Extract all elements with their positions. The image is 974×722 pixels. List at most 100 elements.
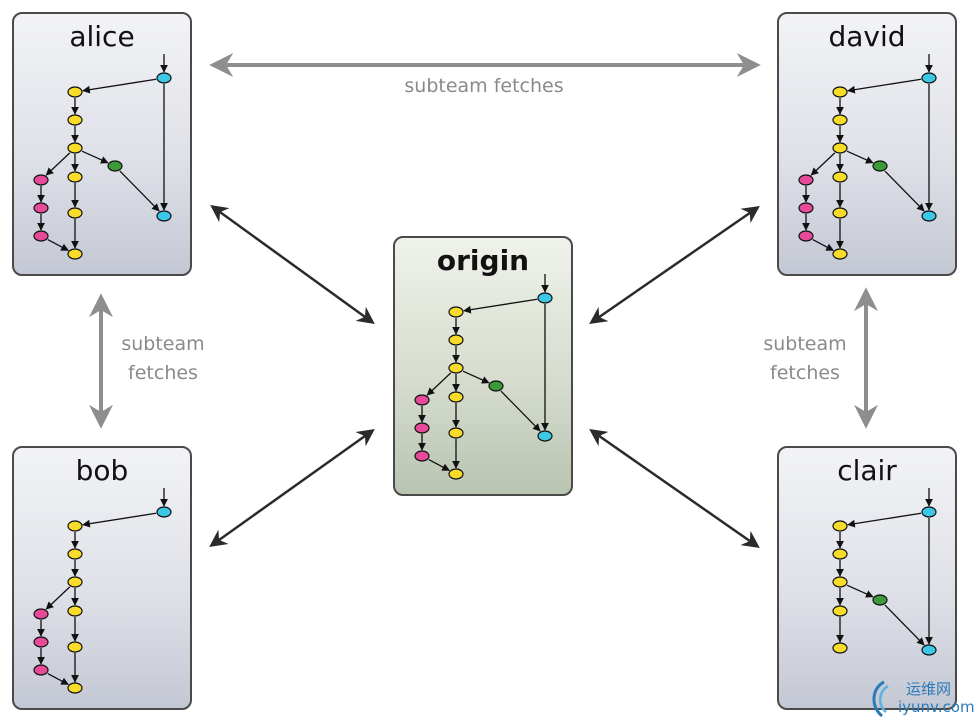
commit-edge [846, 150, 874, 164]
commit-node [832, 207, 848, 219]
repo-title-origin: origin [436, 244, 530, 277]
commit-node [448, 306, 464, 318]
commit-node [872, 594, 888, 606]
right-fetch-label: subteam fetches [750, 330, 860, 388]
commit-edge [82, 512, 157, 528]
commit-node [872, 160, 888, 172]
repo-david: david [777, 12, 957, 276]
commit-node [33, 608, 49, 620]
repo-origin: origin [393, 236, 573, 496]
arrow-clair-origin [589, 428, 760, 549]
commit-edge [47, 238, 69, 252]
commit-node [921, 506, 937, 518]
left-fetch-line1: subteam [121, 333, 205, 355]
commit-node [67, 605, 83, 617]
commit-node [832, 605, 848, 617]
right-fetch-line1: subteam [763, 333, 847, 355]
commit-edge [884, 170, 925, 212]
commit-node [33, 202, 49, 214]
commit-node [67, 641, 83, 653]
commit-node [448, 362, 464, 374]
commit-graph-origin [414, 274, 553, 480]
repo-alice: alice [12, 12, 192, 276]
commit-graph-david [798, 54, 937, 260]
commit-node [921, 644, 937, 656]
commit-node [67, 548, 83, 560]
commit-node [921, 210, 937, 222]
commit-node [414, 450, 430, 462]
watermark: 运维网 iyunv.com [866, 676, 974, 722]
commit-node [798, 202, 814, 214]
right-fetch-line2: fetches [770, 362, 840, 384]
repo-bob: bob [12, 446, 192, 710]
commit-node [156, 210, 172, 222]
commit-node [448, 391, 464, 403]
repo-title-clair: clair [837, 454, 897, 487]
commit-edge [462, 370, 490, 384]
arrow-david-origin [589, 206, 760, 324]
commit-node [832, 86, 848, 98]
commit-graph-clair [832, 488, 937, 656]
commit-node [921, 72, 937, 84]
commit-node [67, 576, 83, 588]
commit-node [832, 548, 848, 560]
commit-node [832, 520, 848, 532]
repo-clair: clair [777, 446, 957, 710]
commit-node [156, 506, 172, 518]
commit-edge [428, 458, 450, 472]
watermark-logo-icon [872, 680, 889, 718]
commit-edge [847, 512, 922, 528]
commit-node [832, 114, 848, 126]
commit-node [67, 114, 83, 126]
commit-node [448, 427, 464, 439]
watermark-cn: 运维网 [906, 680, 952, 698]
commit-node [448, 334, 464, 346]
commit-node [537, 430, 553, 442]
commit-node [537, 292, 553, 304]
left-fetch-label: subteam fetches [108, 330, 218, 388]
commit-node [67, 520, 83, 532]
repo-title-bob: bob [75, 454, 129, 487]
commit-edge [426, 372, 452, 396]
commit-node [832, 171, 848, 183]
commit-node [832, 248, 848, 260]
commit-edge [812, 238, 834, 252]
commit-edge [846, 584, 874, 598]
commit-node [832, 576, 848, 588]
arrow-bob-origin [209, 428, 375, 548]
top-fetch-text: subteam fetches [404, 75, 564, 97]
commit-edge [82, 78, 157, 94]
commit-node [67, 248, 83, 260]
top-fetch-label: subteam fetches [384, 72, 584, 101]
commit-edge [45, 152, 71, 176]
repo-title-alice: alice [69, 20, 135, 53]
repo-title-david: david [828, 20, 906, 53]
commit-node [33, 174, 49, 186]
commit-edge [847, 78, 922, 94]
commit-node [67, 86, 83, 98]
commit-node [414, 422, 430, 434]
commit-edge [45, 586, 71, 610]
commit-edge [463, 298, 538, 314]
commit-node [798, 230, 814, 242]
commit-node [67, 682, 83, 694]
commit-node [488, 380, 504, 392]
left-fetch-line2: fetches [128, 362, 198, 384]
commit-node [33, 230, 49, 242]
commit-edge [884, 604, 925, 646]
commit-edge [810, 152, 836, 176]
commit-node [156, 72, 172, 84]
commit-edge [47, 672, 69, 686]
commit-node [832, 142, 848, 154]
commit-node [798, 174, 814, 186]
commit-node [67, 207, 83, 219]
commit-node [67, 171, 83, 183]
commit-node [414, 394, 430, 406]
commit-node [67, 142, 83, 154]
commit-node [33, 636, 49, 648]
commit-edge [119, 170, 160, 212]
arrow-alice-origin [210, 204, 375, 325]
commit-edge [81, 150, 109, 164]
commit-graph-alice [33, 54, 172, 260]
